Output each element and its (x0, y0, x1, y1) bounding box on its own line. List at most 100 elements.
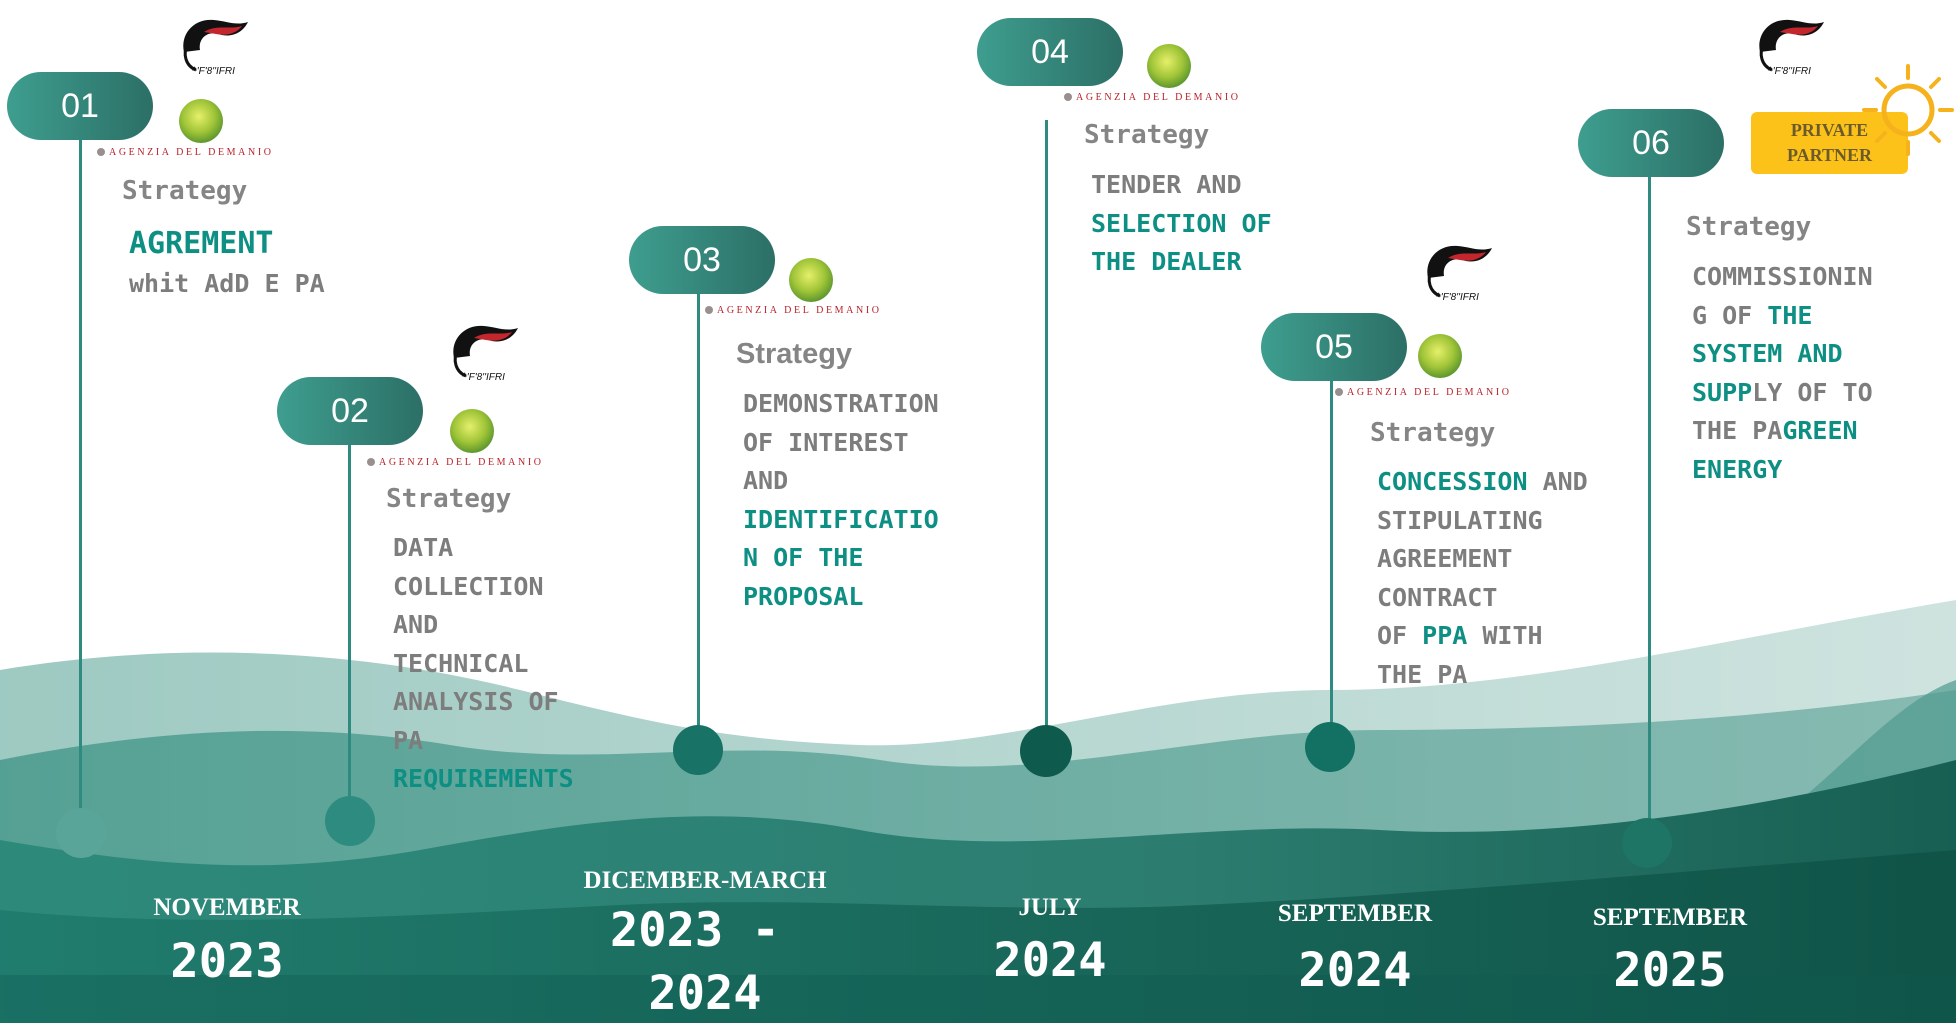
description-text: SELECTION OF (1091, 208, 1272, 238)
timeline-dot-02 (325, 796, 375, 846)
description-line: OF INTEREST (743, 424, 939, 463)
description-text: THE PA (1377, 659, 1468, 689)
step-number-06: 06 (1578, 109, 1724, 177)
stem-01 (79, 120, 82, 832)
description-line: whit AdD E PA (129, 265, 325, 304)
step-description-03: DEMONSTRATION OF INTEREST AND IDENTIFICATIO… (743, 385, 939, 616)
description-tail: AND (1527, 467, 1588, 496)
agenzia-emblem-05 (1418, 334, 1462, 378)
step-number-01: 01 (7, 72, 153, 140)
strategy-label-03: Strategy (736, 338, 853, 370)
agenzia-emblem-04 (1147, 44, 1191, 88)
strategy-label-01: Strategy (122, 176, 248, 206)
description-line: PA (393, 722, 574, 761)
flame-icon: ^'F'8''IFRI (1759, 19, 1824, 77)
description-line: CONCESSION AND (1377, 463, 1588, 502)
step-number-02: 02 (277, 377, 423, 445)
step-description-04: TENDER AND SELECTION OF THE DEALER (1091, 166, 1272, 282)
description-line: TENDER AND (1091, 166, 1272, 205)
date-year-05: 2024 (1298, 943, 1412, 998)
description-tail: LY OF TO (1752, 377, 1873, 407)
description-line: AGREMENT (129, 225, 325, 265)
timeline-dot-01 (56, 808, 106, 858)
stem-03 (697, 290, 700, 748)
seal-icon (97, 148, 105, 156)
agenzia-text: AGENZIA DEL DEMANIO (717, 305, 882, 316)
carabinieri-logo-05: ^'F'8''IFRI (1408, 230, 1498, 316)
description-text: AND (393, 610, 439, 639)
step-number-05: 05 (1261, 313, 1407, 381)
stem-02 (348, 440, 351, 820)
agenzia-text: AGENZIA DEL DEMANIO (1076, 92, 1241, 103)
logo-caption: ^'F'8''IFRI (462, 372, 505, 383)
strategy-label-05: Strategy (1370, 418, 1496, 448)
agenzia-emblem-01 (179, 99, 223, 143)
description-line: IDENTIFICATIO (743, 501, 939, 540)
description-text: IDENTIFICATIO (743, 504, 939, 534)
description-text: AND (743, 466, 789, 495)
timeline-dot-06 (1622, 818, 1672, 868)
description-text: ENERGY (1692, 454, 1783, 484)
private-partner-badge: PRIVATE PARTNER (1751, 112, 1908, 174)
description-text: DEMONSTRATION (743, 389, 939, 418)
description-line: TECHNICAL (393, 645, 574, 684)
agenzia-emblem-02 (450, 409, 494, 453)
carabinieri-logo-01: ^'F'8''IFRI (164, 4, 254, 90)
stem-06 (1648, 175, 1651, 843)
date-month-05: SEPTEMBER (1277, 900, 1433, 927)
agenzia-text: AGENZIA DEL DEMANIO (379, 457, 544, 468)
description-text: THE PA (1692, 416, 1783, 445)
description-text: COLLECTION (393, 571, 544, 601)
date-month-04: JULY (1018, 894, 1082, 921)
description-line: THE DEALER (1091, 243, 1272, 282)
description-line: ENERGY (1692, 451, 1873, 490)
stem-05 (1330, 375, 1333, 747)
flame-icon: ^'F'8''IFRI (183, 19, 248, 77)
description-line: THE PAGREEN (1692, 412, 1873, 451)
carabinieri-logo-06: ^'F'8''IFRI (1740, 4, 1830, 90)
date-month-06: SEPTEMBER (1592, 904, 1748, 931)
description-line: STIPULATING (1377, 502, 1588, 541)
description-line: COMMISSIONIN (1692, 258, 1873, 297)
seal-icon (705, 306, 713, 314)
description-text: COMMISSIONIN (1692, 262, 1873, 291)
agenzia-label-03: AGENZIA DEL DEMANIO (705, 305, 882, 316)
description-line: COLLECTION (393, 568, 574, 607)
description-text: DATA (393, 533, 454, 562)
description-text: CONCESSION (1377, 467, 1528, 496)
description-text: PROPOSAL (743, 581, 864, 611)
agenzia-label-01: AGENZIA DEL DEMANIO (97, 147, 274, 158)
description-text: THE DEALER (1091, 247, 1242, 276)
description-highlight: THE (1767, 300, 1813, 330)
description-line: PROPOSAL (743, 578, 939, 617)
description-text: CONTRACT (1377, 582, 1498, 612)
date-year-06: 2025 (1613, 943, 1727, 998)
description-line: DEMONSTRATION (743, 385, 939, 424)
partner-line2: PARTNER (1786, 145, 1873, 165)
logo-caption: ^'F'8''IFRI (1768, 66, 1811, 77)
description-text: whit AdD E PA (129, 268, 325, 298)
date-year-01: 2023 (170, 934, 284, 989)
description-line: ANALYSIS OF (393, 683, 574, 722)
seal-icon (1335, 388, 1343, 396)
description-text: SUPP (1692, 377, 1753, 407)
logo-caption: ^'F'8''IFRI (192, 66, 235, 77)
description-line: AND (743, 462, 939, 501)
timeline-dot-04 (1020, 725, 1072, 777)
date-year-03b: 2024 (648, 966, 762, 1021)
description-text: G OF (1692, 300, 1768, 330)
description-line: DATA (393, 529, 574, 568)
description-line: AGREEMENT (1377, 540, 1588, 579)
step-number-03: 03 (629, 226, 775, 294)
description-text: TENDER AND (1091, 170, 1242, 199)
description-text: N OF THE (743, 543, 864, 572)
seal-icon (367, 458, 375, 466)
description-line: OF PPA WITH (1377, 617, 1588, 656)
description-line: REQUIREMENTS (393, 760, 574, 799)
date-year-04: 2024 (993, 933, 1107, 988)
